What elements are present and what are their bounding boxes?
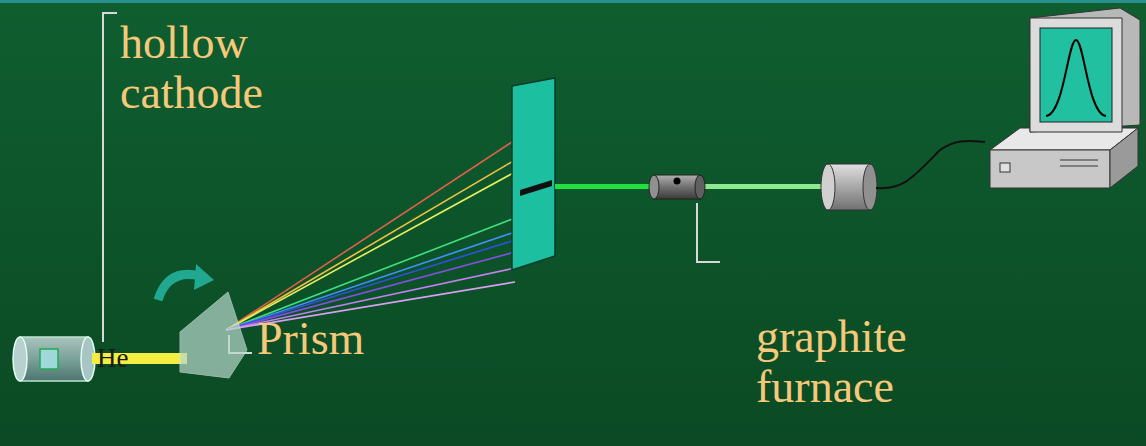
top-bar [0,0,1146,3]
cable [876,141,985,188]
rotation-arrow [158,274,200,300]
detector [821,164,877,210]
transmitted-beam [700,184,825,189]
slit-plate [512,78,555,270]
graphite-furnace [649,175,705,199]
leader-line [103,13,117,342]
part-label: Prism [257,314,457,364]
computer [990,8,1140,188]
exit-slit [520,180,552,196]
prism [180,292,247,378]
green-beam [555,184,655,189]
gas-label: He [97,344,157,373]
part-label: hollow cathode [120,18,325,117]
dispersed-rays [226,140,515,330]
hollow-cathode-lamp [13,337,95,381]
part-label: graphite furnace [756,312,996,411]
leader-line [697,203,720,262]
rotation-arrow-head [194,264,214,290]
